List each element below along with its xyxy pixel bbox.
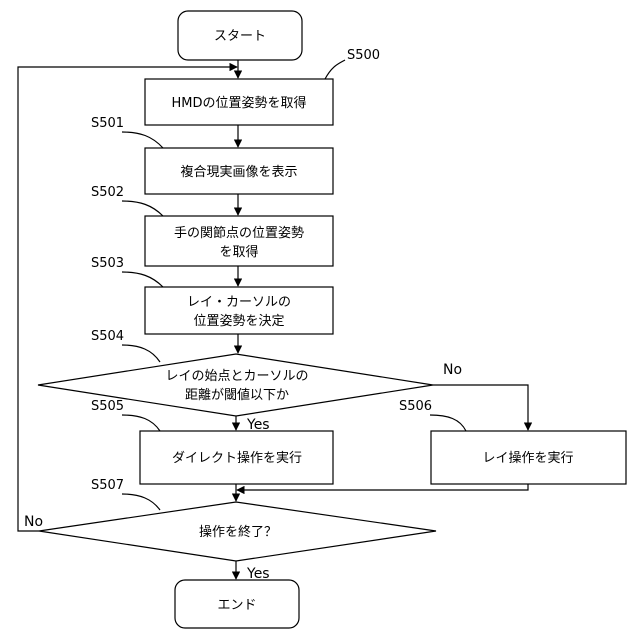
s504-leader: [122, 345, 160, 362]
s502-text-line1: 手の関節点の位置姿勢: [174, 225, 304, 241]
s500-leader: [325, 60, 345, 79]
s502-leader: [122, 201, 163, 216]
s503-text-line2: 位置姿勢を決定: [193, 313, 284, 329]
s502-label: S502: [91, 185, 124, 200]
s505-text: ダイレクト操作を実行: [172, 450, 302, 466]
s503-leader: [122, 272, 163, 287]
s506-label: S506: [399, 399, 432, 414]
s503-text-line1: レイ・カーソルの: [187, 295, 291, 310]
s505-leader: [122, 415, 160, 431]
s504-text-line1: レイの始点とカーソルの: [165, 369, 308, 384]
s500-text: HMDの位置姿勢を取得: [171, 95, 306, 111]
edge-s504-s506: [433, 385, 528, 430]
s506-text: レイ操作を実行: [482, 450, 573, 466]
s501-label: S501: [91, 116, 124, 131]
s502-text-line2: を取得: [219, 244, 258, 260]
edge-s506-merge: [237, 484, 528, 490]
s507-no-label: No: [24, 514, 43, 530]
s506-leader: [430, 415, 466, 431]
end-text: エンド: [217, 598, 256, 613]
s501-text: 複合現実画像を表示: [180, 164, 297, 180]
s507-yes-label: Yes: [246, 566, 270, 582]
s503-label: S503: [91, 256, 124, 271]
s507-label: S507: [91, 478, 124, 493]
s504-text-line2: 距離が閾値以下か: [185, 387, 289, 403]
s501-leader: [122, 132, 163, 148]
s504-no-label: No: [443, 362, 462, 378]
s500-label: S500: [347, 48, 380, 63]
s505-label: S505: [91, 399, 124, 414]
s504-label: S504: [91, 329, 124, 344]
s504-yes-label: Yes: [246, 417, 270, 433]
s507-leader: [122, 494, 160, 510]
s507-text: 操作を終了？: [199, 524, 277, 540]
start-text: スタート: [214, 29, 266, 44]
